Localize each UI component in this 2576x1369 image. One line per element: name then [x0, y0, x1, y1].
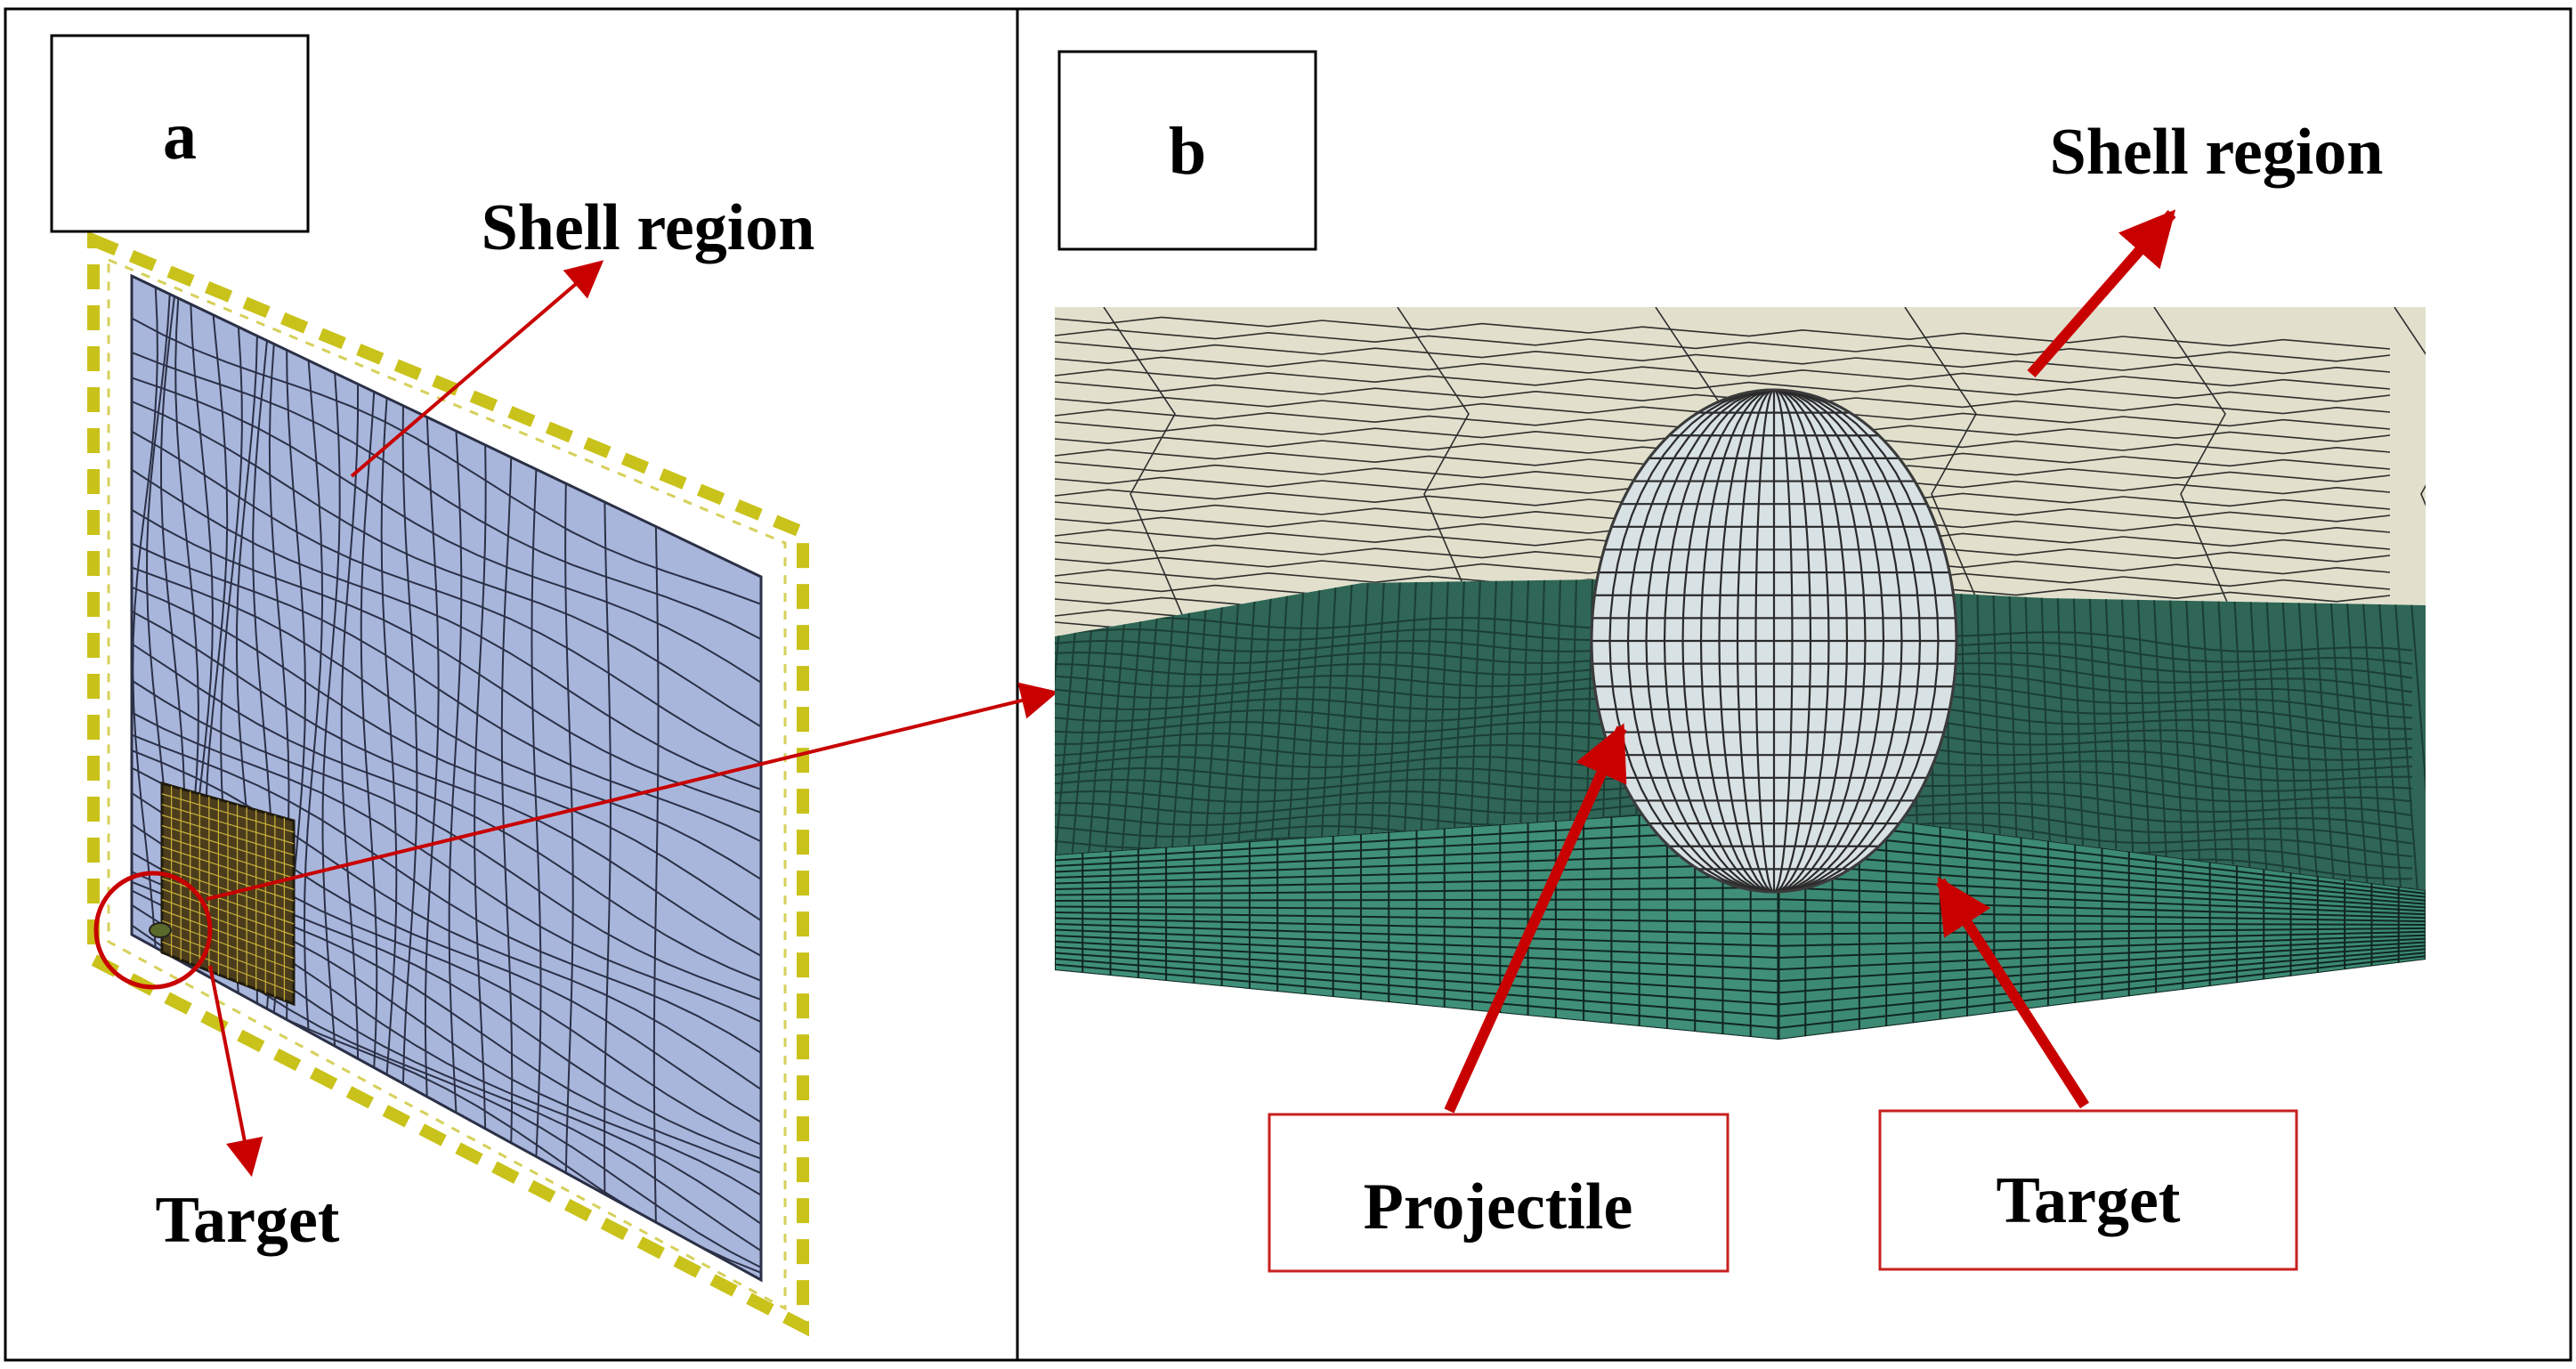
target-side-left-mesh	[1055, 806, 1778, 1040]
projectile-mesh	[1592, 390, 1956, 892]
panel-a-shell-label: Shell region	[482, 191, 815, 264]
panel-b-target-label: Target	[1997, 1164, 2181, 1237]
panel-b-shell-arrow	[2027, 209, 2176, 377]
figure-frame	[4, 7, 2572, 1362]
panel-b-letter-box	[1057, 50, 1317, 251]
projectile-label-box	[1268, 1113, 1729, 1273]
target-highlight-circle	[93, 871, 213, 990]
target-arrow-b	[1935, 876, 2090, 1109]
panel-b: b Shell region Projectile Target	[1055, 50, 2426, 1273]
projectile-label: Projectile	[1364, 1171, 1633, 1243]
boundary-dash-inner	[107, 257, 787, 1311]
panel-a-shell-arrow	[350, 260, 604, 478]
panel-a-target-arrow	[208, 965, 263, 1178]
projectile-arrow	[1444, 723, 1627, 1114]
panel-a-letter-box	[50, 34, 310, 233]
panel-a: a Shell region Target	[50, 34, 1059, 1337]
projectile-dot	[149, 922, 172, 938]
target-mesh	[161, 786, 295, 1000]
panel-a-letter: a	[163, 99, 197, 174]
panel-b-shell-label: Shell region	[2050, 116, 2384, 189]
panel-a-target-label: Target	[156, 1184, 340, 1257]
panel-b-letter: b	[1169, 114, 1206, 189]
target-label-box-b	[1878, 1109, 2298, 1271]
boundary-dash-outer	[87, 231, 809, 1337]
zoom-arrow	[206, 682, 1059, 901]
